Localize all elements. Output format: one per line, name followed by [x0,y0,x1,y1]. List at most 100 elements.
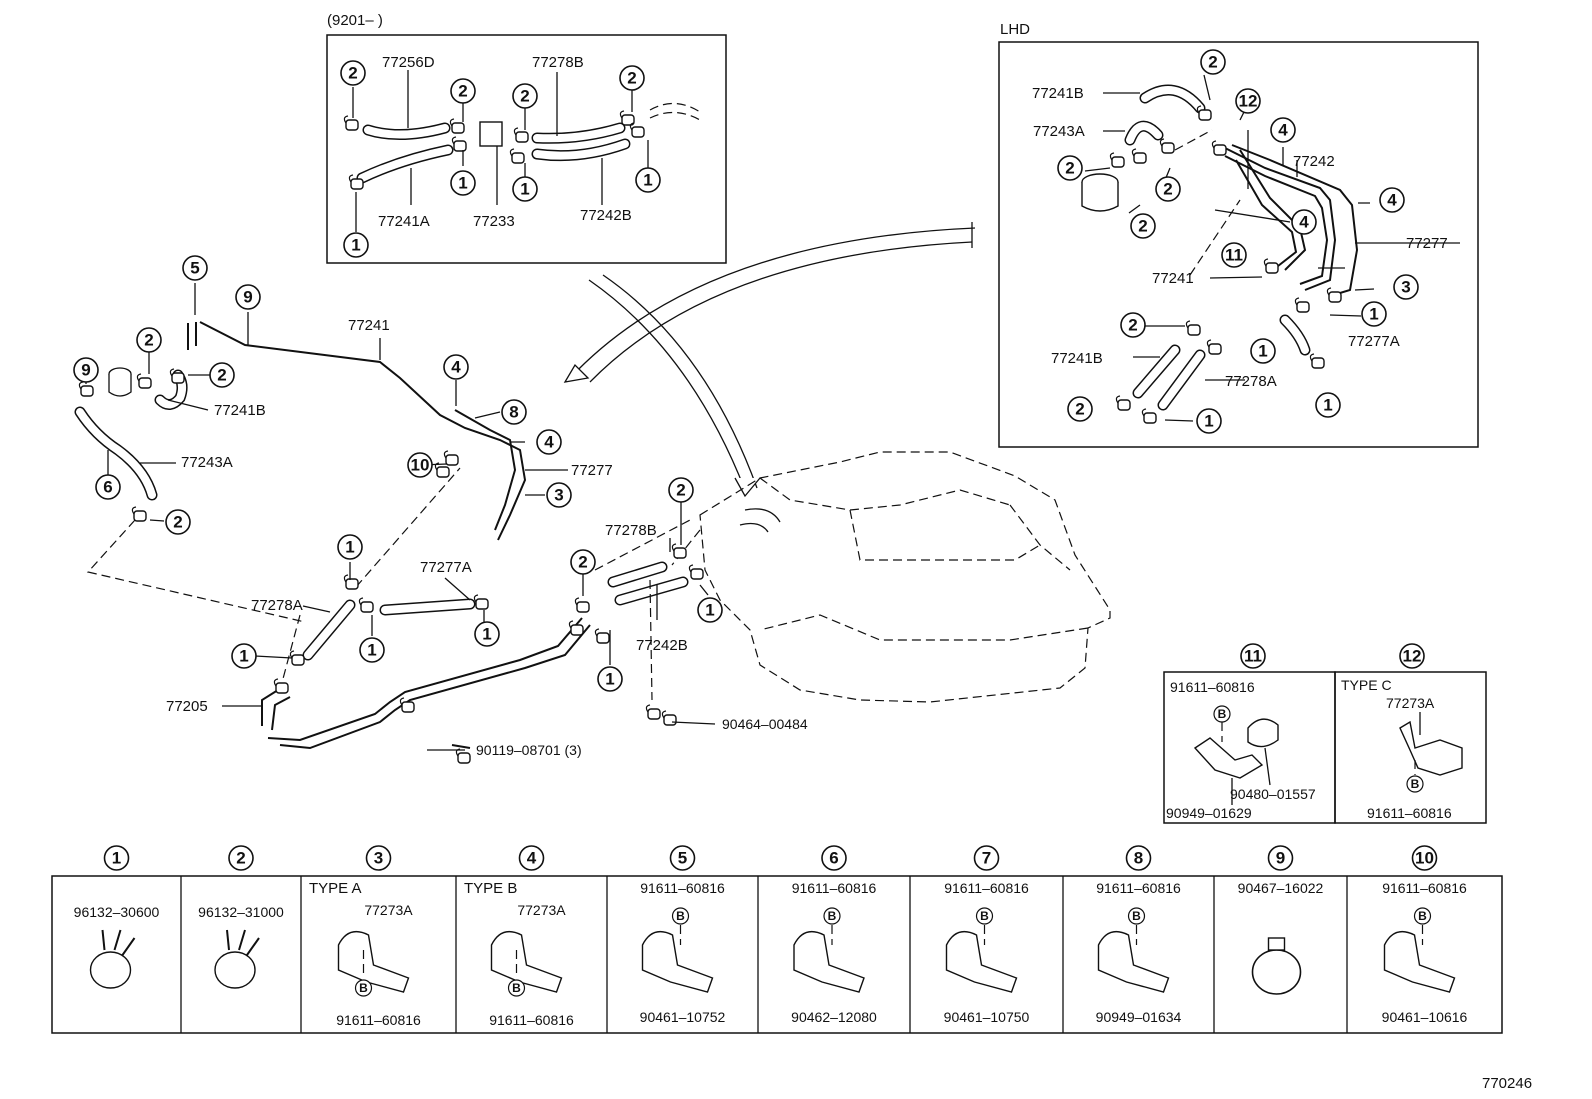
callout-10: 10 [407,452,433,478]
label-77241: 77241 [1152,270,1194,287]
svg-text:9: 9 [243,288,252,307]
bolt-b-icon [975,907,994,925]
callout-4: 4 [1291,209,1317,235]
callout-1: 1 [1250,338,1276,364]
callout-2: 2 [450,78,476,104]
legend-bottom-label: 91611–60816 [489,1012,574,1028]
svg-text:2: 2 [458,82,467,101]
callout-7: 7 [973,845,1000,871]
legend-bottom-label: 90462–12080 [791,1009,877,1025]
svg-text:B: B [828,909,837,923]
legend-bottom-label: 90461–10750 [944,1009,1030,1025]
bracket-clamp-icon [945,931,1018,993]
svg-text:1: 1 [1369,305,1378,324]
svg-text:2: 2 [348,64,357,83]
svg-text:1: 1 [1204,412,1213,431]
label-77256D: 77256D [382,54,435,71]
svg-text:11: 11 [1244,647,1262,666]
callout-12: 12 [1235,88,1261,114]
label-77241B: 77241B [214,402,266,419]
legend-top-label: 77273A [517,902,566,918]
callout-9: 9 [73,357,99,383]
label-77241A: 77241A [378,213,430,230]
detail-12-type: TYPE C [1341,677,1392,693]
legend-frame [51,875,1503,1034]
callout-2: 2 [228,845,254,871]
svg-text:4: 4 [1278,121,1288,140]
bolt-b-icon [1413,907,1432,925]
callout-2: 2 [512,83,538,109]
legend-top-label: 91611–60816 [640,880,725,896]
svg-text:12: 12 [1403,647,1422,666]
callout-2: 2 [136,327,162,353]
hose-clamp-icon [214,951,256,989]
callout-5: 5 [182,255,208,281]
svg-text:4: 4 [1387,191,1397,210]
svg-text:11: 11 [1225,246,1243,265]
callout-3: 3 [546,482,572,508]
svg-text:2: 2 [236,849,245,868]
legend-top-label: 90467–16022 [1238,880,1324,896]
bracket-clamp-icon [337,931,410,993]
callout-1: 1 [635,167,661,193]
legend-bottom-label: 90949–01634 [1096,1009,1182,1025]
label-77243A: 77243A [181,454,233,471]
svg-text:B: B [359,981,368,995]
callout-2: 2 [1155,176,1181,202]
callout-2: 2 [1067,396,1093,422]
label-77277: 77277 [1406,235,1448,252]
svg-text:12: 12 [1239,92,1258,111]
svg-text:B: B [676,909,685,923]
callout-4: 4 [1270,117,1296,143]
callout-4: 4 [443,354,469,380]
bracket-clamp-icon [490,931,563,993]
callout-4: 4 [1379,187,1405,213]
label-77241B: 77241B [1032,85,1084,102]
svg-text:1: 1 [643,171,652,190]
svg-text:1: 1 [367,641,376,660]
detail-12-part: 77273A [1386,695,1435,711]
svg-text:1: 1 [351,236,360,255]
svg-text:8: 8 [1134,849,1143,868]
svg-text:2: 2 [1138,217,1147,236]
callout-11: 11 [1221,242,1247,268]
svg-text:4: 4 [527,849,537,868]
callout-2: 2 [619,65,645,91]
callout-1: 1 [231,643,257,669]
callout-1: 1 [474,621,500,647]
label-77277A: 77277A [420,559,472,576]
callout-8: 8 [1125,845,1152,871]
callout-4: 4 [536,429,562,455]
detail-11-top: 91611–60816 [1170,679,1255,695]
callout-2: 2 [1200,49,1226,75]
svg-text:1: 1 [1258,342,1267,361]
svg-text:10: 10 [411,456,430,475]
callout-4: 4 [518,845,545,871]
label-77242B: 77242B [636,637,688,654]
callout-2: 2 [165,509,191,535]
svg-text:1: 1 [1323,396,1332,415]
svg-text:3: 3 [374,849,383,868]
svg-text:2: 2 [676,481,685,500]
callout-1: 1 [697,597,723,623]
callout-2: 2 [340,60,366,86]
detail-12: 12 TYPE C 77273A B 91611–60816 [1334,643,1487,824]
label-77277: 77277 [571,462,613,479]
detail-11-mid: 90480–01557 [1230,786,1316,802]
bolt-b-icon [1127,907,1146,925]
svg-text:8: 8 [509,403,518,422]
svg-text:7: 7 [982,849,991,868]
svg-text:2: 2 [1208,53,1217,72]
diagram-code: 770246 [1482,1075,1532,1092]
svg-text:9: 9 [81,361,90,380]
legend-bottom-label: 90461–10616 [1382,1009,1468,1025]
